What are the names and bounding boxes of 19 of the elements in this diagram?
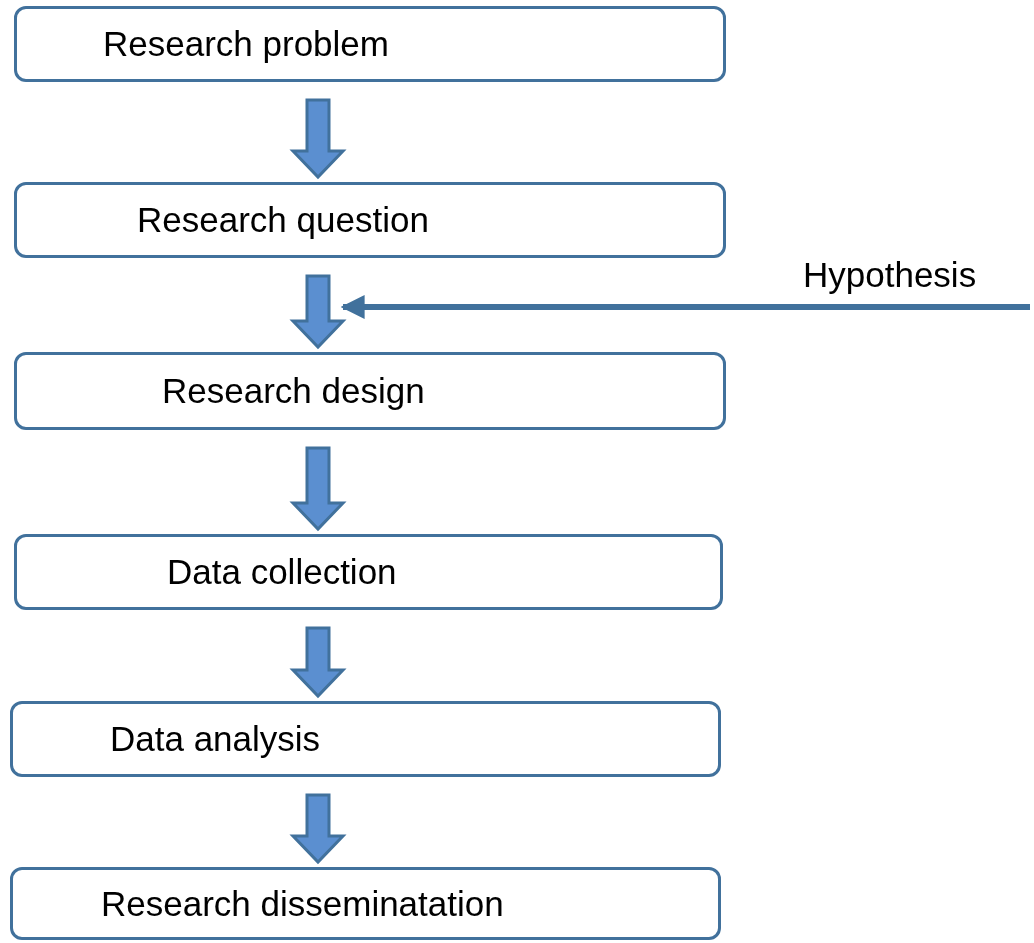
process-box <box>10 867 721 940</box>
step-label: Research question <box>137 200 429 240</box>
block-arrow <box>289 626 347 699</box>
process-box <box>10 701 721 777</box>
arrow <box>340 295 1030 319</box>
process-box <box>14 352 726 430</box>
step-label: Research problem <box>103 24 389 64</box>
block-arrow <box>289 793 347 865</box>
step-label: Data collection <box>167 552 397 592</box>
step-label: Data analysis <box>110 719 321 759</box>
step-label: Research design <box>162 371 425 411</box>
block-arrow <box>289 98 347 180</box>
process-box <box>14 182 726 258</box>
step-label: Research disseminatation <box>101 883 504 924</box>
process-box <box>14 534 723 610</box>
block-arrow <box>289 274 347 350</box>
block-arrow <box>289 446 347 532</box>
step-label: Hypothesis <box>803 255 977 295</box>
process-box <box>14 6 726 82</box>
